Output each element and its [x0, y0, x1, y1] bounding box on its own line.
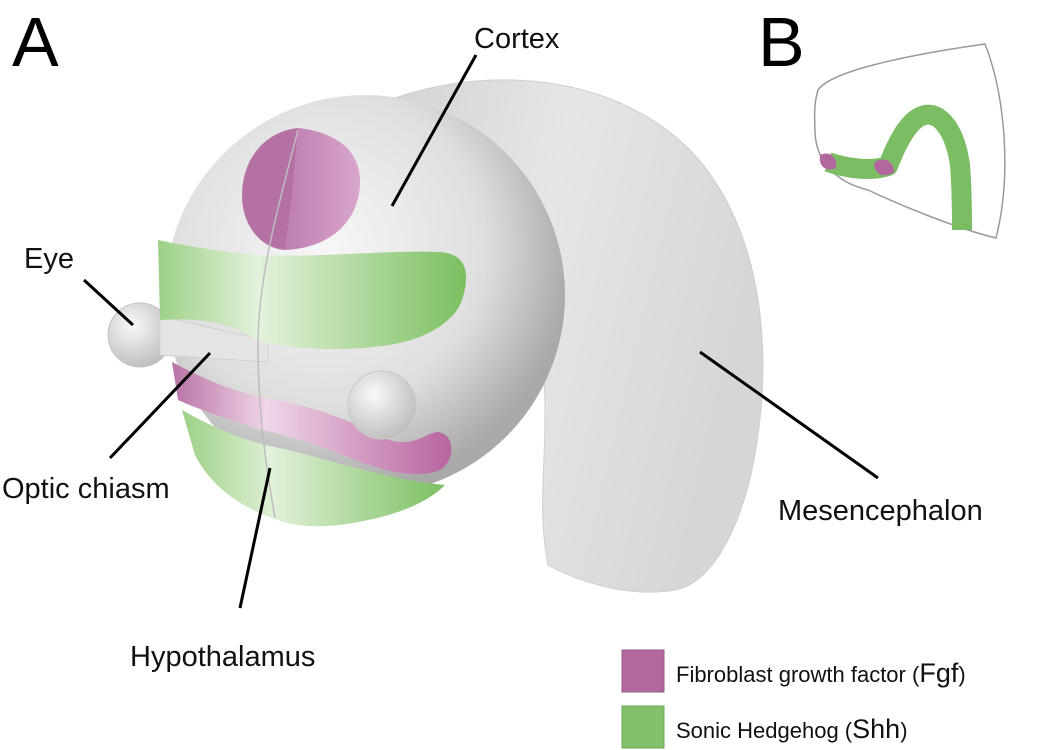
eye-leader-line — [82, 278, 135, 327]
middle-fgf-band-left — [172, 362, 265, 430]
panel-b-section — [813, 43, 1006, 239]
legend-shh-swatch — [621, 705, 665, 749]
upper-shh-band-right — [255, 251, 467, 350]
cortex-label: Cortex — [474, 23, 560, 55]
middle-fgf-band-right — [262, 398, 452, 475]
cortex-fgf-patch-left — [242, 128, 298, 250]
lower-shh-band-right — [265, 445, 445, 527]
legend: Fibroblast growth factor (Fgf) Sonic Hed… — [621, 649, 966, 749]
legend-fgf-swatch — [621, 649, 665, 693]
mesencephalon-label: Mesencephalon — [778, 495, 983, 527]
section-shh-stripe — [824, 104, 972, 231]
legend-fgf-label: Fibroblast growth factor (Fgf) — [676, 658, 966, 688]
upper-shh-band-left — [158, 240, 258, 340]
right-eye — [347, 370, 417, 440]
legend-shh-label: Sonic Hedgehog (Shh) — [676, 714, 908, 744]
hypothalamus-label: Hypothalamus — [130, 641, 315, 673]
lower-shh-band-left — [182, 410, 278, 520]
optic-stalk — [159, 315, 269, 363]
cortex-fgf-patch-right — [285, 128, 361, 250]
optic-chiasm-label: Optic chiasm — [2, 473, 170, 505]
cortex-leader-line — [390, 54, 478, 207]
midline-groove — [257, 129, 299, 519]
section-fgf-spot-2 — [874, 159, 894, 176]
mesencephalon-leader-line — [699, 350, 879, 480]
hypothalamus-leader-line — [238, 467, 272, 609]
eye-label: Eye — [24, 243, 74, 275]
panel-b-letter: B — [758, 3, 805, 81]
optic-chiasm-leader-line — [108, 351, 212, 460]
section-fgf-spot-1 — [819, 153, 837, 170]
panel-a-letter: A — [12, 3, 59, 81]
